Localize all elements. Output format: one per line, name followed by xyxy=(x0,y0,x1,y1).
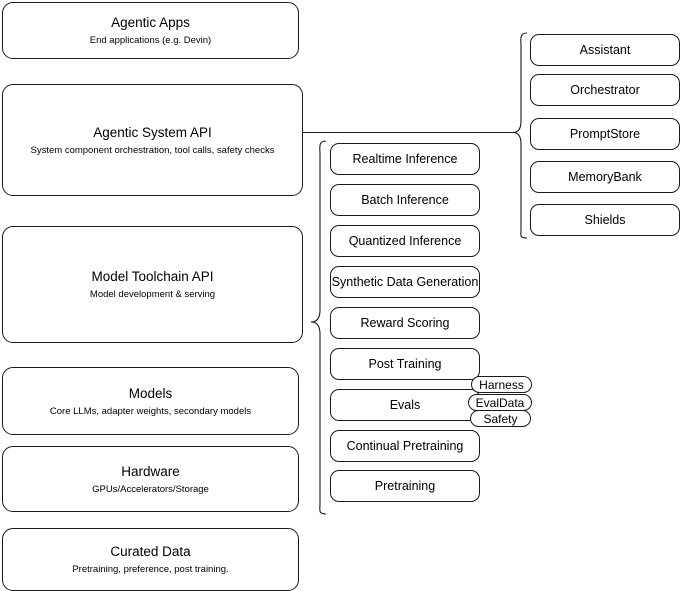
layer-subtitle: System component orchestration, tool cal… xyxy=(30,144,275,156)
chip-label: MemoryBank xyxy=(568,169,642,184)
chip-label: PromptStore xyxy=(569,126,641,141)
agentic-chip-assistant[interactable]: Assistant xyxy=(530,34,680,66)
layer-subtitle: Model development & serving xyxy=(89,289,216,300)
pill-label: EvalData xyxy=(475,395,525,410)
toolchain-chip-post-training[interactable]: Post Training xyxy=(330,348,480,380)
layer-title: Models xyxy=(128,385,173,401)
eval-pill-safety[interactable]: Safety xyxy=(470,410,531,427)
brace-toolchain-components xyxy=(310,140,327,515)
toolchain-chip-evals[interactable]: Evals xyxy=(330,389,480,421)
eval-pill-harness[interactable]: Harness xyxy=(471,376,532,393)
layer-title: Agentic Apps xyxy=(111,15,190,30)
chip-label: Orchestrator xyxy=(570,82,640,97)
toolchain-chip-realtime-inference[interactable]: Realtime Inference xyxy=(330,143,480,175)
layer-title: Model Toolchain API xyxy=(91,269,214,284)
chip-label: Post Training xyxy=(368,356,442,371)
toolchain-chip-reward-scoring[interactable]: Reward Scoring xyxy=(330,307,480,339)
pill-label: Harness xyxy=(479,377,524,392)
layer-subtitle: End applications (e.g. Devin) xyxy=(89,35,212,46)
brace-agentic-components xyxy=(512,32,528,239)
pill-label: Safety xyxy=(483,411,518,426)
layer-box-models[interactable]: Models Core LLMs, adapter weights, secon… xyxy=(2,367,299,435)
layer-subtitle: GPUs/Accelerators/Storage xyxy=(92,483,209,495)
chip-label: Synthetic Data Generation xyxy=(331,274,479,289)
toolchain-chip-synthetic-data-generation[interactable]: Synthetic Data Generation xyxy=(330,266,480,298)
layer-box-model-toolchain-api[interactable]: Model Toolchain API Model development & … xyxy=(2,226,303,343)
agentic-chip-orchestrator[interactable]: Orchestrator xyxy=(530,74,680,106)
chip-label: Pretraining xyxy=(374,478,436,493)
chip-label: Evals xyxy=(389,397,421,412)
chip-label: Shields xyxy=(584,212,626,227)
layer-box-agentic-apps[interactable]: Agentic Apps End applications (e.g. Devi… xyxy=(2,2,299,59)
chip-label: Continual Pretraining xyxy=(346,438,464,453)
agentic-chip-promptstore[interactable]: PromptStore xyxy=(530,118,680,150)
chip-label: Realtime Inference xyxy=(352,151,458,166)
chip-label: Quantized Inference xyxy=(348,233,462,248)
layer-subtitle: Core LLMs, adapter weights, secondary mo… xyxy=(49,405,252,417)
layer-title: Agentic System API xyxy=(93,124,212,140)
layer-box-curated-data[interactable]: Curated Data Pretraining, preference, po… xyxy=(2,528,299,591)
toolchain-chip-batch-inference[interactable]: Batch Inference xyxy=(330,184,480,216)
toolchain-chip-quantized-inference[interactable]: Quantized Inference xyxy=(330,225,480,257)
toolchain-chip-continual-pretraining[interactable]: Continual Pretraining xyxy=(330,430,480,462)
agentic-chip-memorybank[interactable]: MemoryBank xyxy=(530,161,680,193)
layer-title: Curated Data xyxy=(110,544,191,559)
layer-subtitle: Pretraining, preference, post training. xyxy=(72,564,229,575)
eval-pill-evaldata[interactable]: EvalData xyxy=(468,394,532,411)
toolchain-chip-pretraining[interactable]: Pretraining xyxy=(330,470,480,502)
chip-label: Reward Scoring xyxy=(360,315,450,330)
layer-box-hardware[interactable]: Hardware GPUs/Accelerators/Storage xyxy=(2,446,299,512)
agentic-chip-shields[interactable]: Shields xyxy=(530,204,680,236)
layer-title: Hardware xyxy=(121,463,180,479)
chip-label: Batch Inference xyxy=(361,192,449,207)
layer-box-agentic-system-api[interactable]: Agentic System API System component orch… xyxy=(2,84,303,196)
chip-label: Assistant xyxy=(579,42,631,57)
